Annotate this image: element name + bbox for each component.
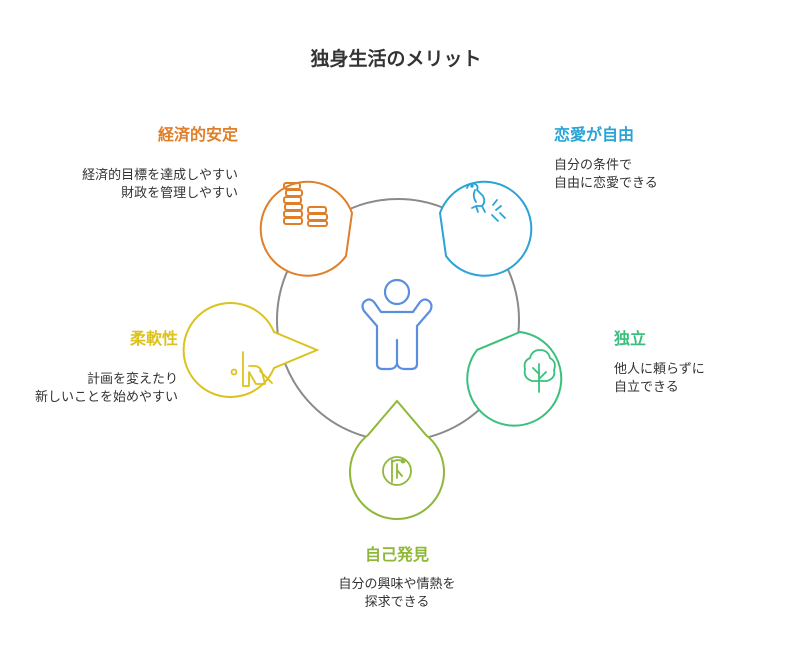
- independence-desc: 他人に頼らずに 自立できる: [614, 361, 705, 397]
- love-label: 恋愛が自由: [554, 125, 635, 144]
- independence-desc-line: 自立できる: [614, 380, 679, 395]
- independence-label: 独立: [614, 329, 647, 348]
- discovery-label: 自己発見: [364, 545, 429, 564]
- tree-icon: [523, 349, 556, 393]
- love-desc-line: 自分の条件で: [554, 158, 633, 173]
- flexibility-desc-line: 計画を変えたり: [86, 372, 178, 387]
- discovery-desc-line: 探求できる: [364, 595, 430, 610]
- yoga-icon: [230, 351, 273, 387]
- flexibility-label: 柔軟性: [129, 329, 178, 348]
- independence-desc-line: 他人に頼らずに: [614, 362, 705, 377]
- financial-pin: [259, 180, 354, 277]
- flexibility-desc: 計画を変えたり 新しいことを始めやすい: [35, 371, 178, 407]
- hiker-icon: [382, 456, 412, 486]
- bird-icon: [466, 182, 506, 222]
- coin-stack-icon: [283, 182, 328, 227]
- financial-desc-line: 財政を管理しやすい: [121, 186, 238, 201]
- discovery-desc-line: 自分の興味や情熱を: [338, 577, 456, 592]
- love-desc-line: 自由に恋愛できる: [554, 176, 658, 191]
- flexibility-pin: [182, 302, 320, 398]
- independence-pin: [466, 330, 563, 427]
- financial-desc: 経済的目標を達成しやすい 財政を管理しやすい: [82, 167, 238, 203]
- financial-label: 経済的安定: [157, 125, 238, 144]
- love-desc: 自分の条件で 自由に恋愛できる: [554, 157, 658, 193]
- love-pin: [438, 180, 533, 277]
- person-icon: [361, 278, 433, 371]
- discovery-desc: 自分の興味や情熱を 探求できる: [297, 576, 497, 612]
- financial-desc-line: 経済的目標を達成しやすい: [82, 168, 238, 183]
- diagram-title: 独身生活のメリット: [310, 48, 482, 70]
- discovery-pin: [349, 399, 445, 520]
- flexibility-desc-line: 新しいことを始めやすい: [34, 390, 178, 405]
